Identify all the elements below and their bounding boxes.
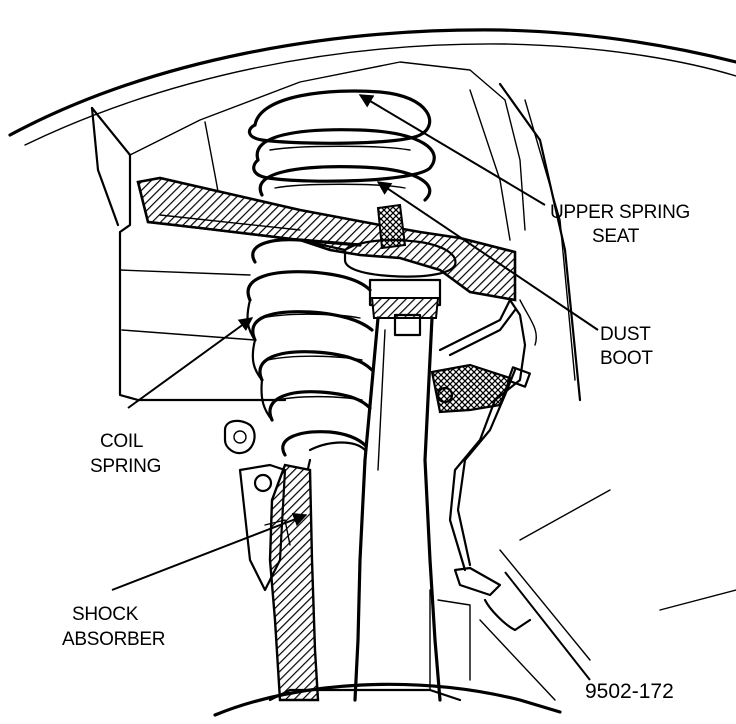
coil-spring: [246, 89, 436, 457]
label-dust-boot-line1: DUST: [600, 324, 651, 345]
figure-number: 9502-172: [585, 680, 674, 703]
leader-shock-absorber: [111, 513, 308, 591]
brake-hose: [429, 298, 556, 701]
leader-figure-number: [504, 571, 591, 681]
leader-upper-spring-seat: [358, 94, 546, 206]
label-upper-spring-seat-line2: SEAT: [592, 226, 640, 247]
dust-boot: [343, 203, 457, 337]
label-dust-boot-line2: BOOT: [600, 348, 653, 369]
fender-outline: [8, 28, 736, 146]
leader-lines: [111, 94, 599, 681]
label-coil-spring-line2: SPRING: [90, 456, 161, 477]
leader-dust-boot: [376, 181, 599, 331]
callouts: UPPER SPRING SEAT DUST BOOT COIL SPRING …: [62, 202, 690, 703]
label-shock-absorber-line2: ABSORBER: [62, 629, 165, 650]
upper-mount-plate: [136, 176, 517, 302]
label-coil-spring-line1: COIL: [100, 431, 143, 452]
background-lines: [499, 489, 736, 661]
leader-coil-spring: [127, 317, 254, 409]
label-shock-absorber-line1: SHOCK: [72, 604, 139, 625]
label-upper-spring-seat-line1: UPPER SPRING: [550, 202, 690, 223]
